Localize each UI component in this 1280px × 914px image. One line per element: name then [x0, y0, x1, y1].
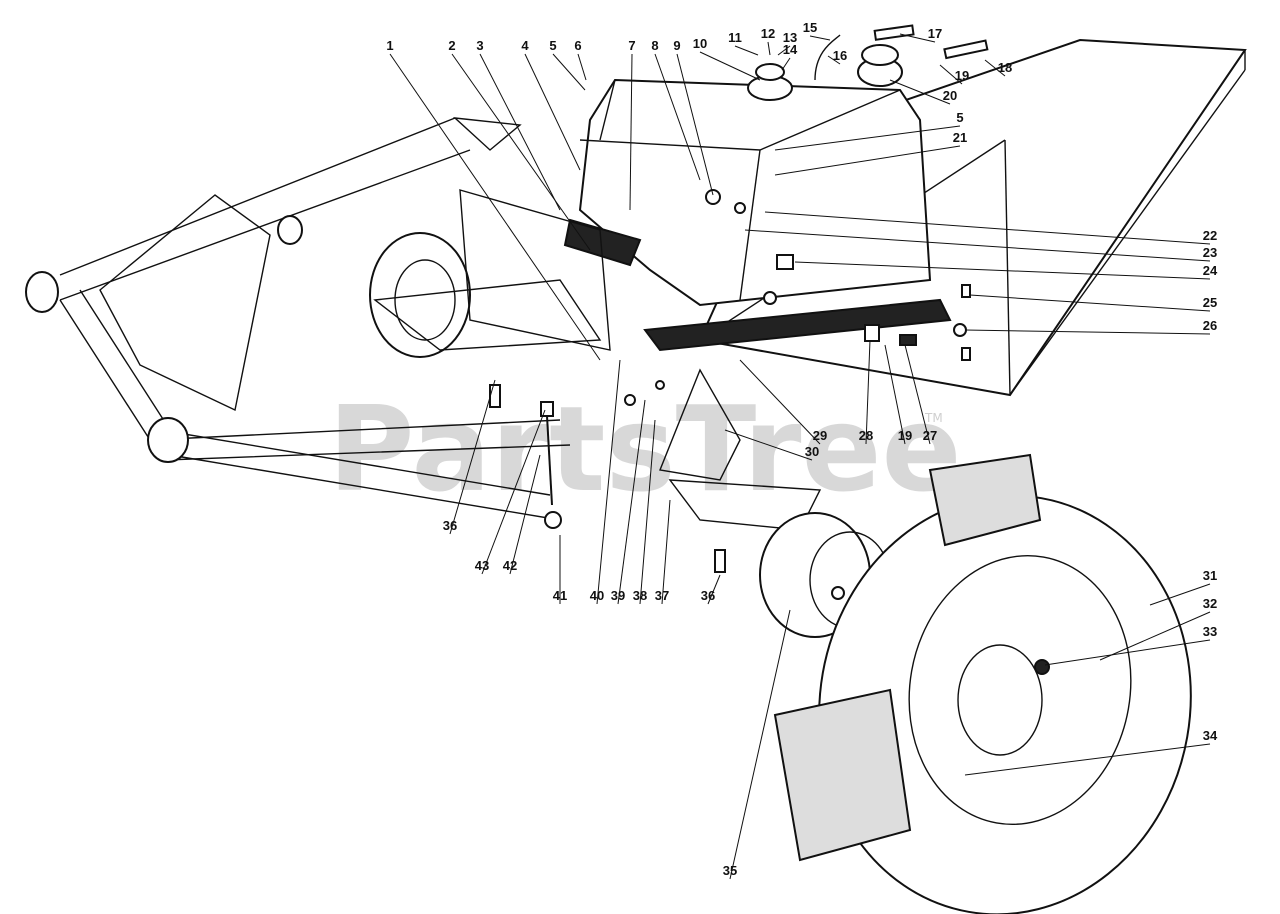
callout-leader-27	[904, 344, 931, 445]
tank-strap	[563, 218, 952, 352]
callout-label-1: 1	[386, 38, 393, 53]
callout-leader-7	[629, 53, 633, 211]
callout-label-11: 11	[728, 30, 742, 45]
callout-leader-33	[1044, 639, 1211, 666]
callout-label-43: 43	[475, 558, 489, 573]
callout-label-5: 5	[549, 38, 556, 53]
callout-label-32: 32	[1203, 596, 1217, 611]
callout-label-27: 27	[923, 428, 937, 443]
callout-leader-21	[774, 145, 961, 176]
callout-label-36a: 36	[443, 518, 457, 533]
callout-label-17: 17	[928, 26, 942, 41]
callout-label-7: 7	[628, 38, 635, 53]
callout-leader-29	[739, 359, 821, 445]
callout-label-29: 29	[813, 428, 827, 443]
callout-label-31: 31	[1203, 568, 1217, 583]
callout-label-8: 8	[651, 38, 658, 53]
callout-label-15: 15	[803, 20, 817, 35]
callout-label-12: 12	[761, 26, 775, 41]
callout-label-19a: 19	[955, 68, 969, 83]
callout-leader-5b	[774, 125, 961, 151]
callout-leader-36b	[707, 574, 721, 605]
callout-leader-9	[676, 53, 714, 196]
callout-leader-11	[734, 45, 759, 56]
callout-leader-28	[865, 339, 871, 445]
callout-leader-19b	[884, 344, 906, 445]
callout-leader-24	[794, 261, 1211, 280]
callout-leader-22	[764, 211, 1211, 245]
callout-leader-16	[827, 55, 841, 65]
callout-label-24: 24	[1203, 263, 1218, 278]
callout-label-13: 13	[783, 30, 797, 45]
callout-leader-18	[984, 59, 1006, 77]
callout-leader-32	[1099, 611, 1211, 661]
callout-label-21: 21	[953, 130, 967, 145]
callout-leader-15	[809, 35, 831, 41]
callout-label-28: 28	[859, 428, 873, 443]
callout-leader-14	[781, 57, 791, 71]
callout-label-42: 42	[503, 558, 517, 573]
callout-leader-12	[767, 41, 771, 56]
callout-leader-17	[899, 33, 936, 43]
callout-label-26: 26	[1203, 318, 1217, 333]
callout-label-34: 34	[1203, 728, 1218, 743]
callout-leader-6	[577, 53, 587, 81]
callout-label-3: 3	[476, 38, 483, 53]
callout-label-22: 22	[1203, 228, 1217, 243]
callout-label-20: 20	[943, 88, 957, 103]
callout-leader-34	[964, 743, 1211, 776]
callout-label-35: 35	[723, 863, 737, 878]
callout-label-36b: 36	[701, 588, 715, 603]
handle-frame	[25, 117, 571, 521]
callout-leader-2	[451, 53, 591, 251]
callout-leader-35	[729, 609, 791, 880]
fuel-tank	[578, 24, 989, 307]
callout-label-41: 41	[553, 588, 567, 603]
callout-leader-8	[654, 53, 701, 181]
callout-label-18: 18	[998, 60, 1012, 75]
watermark-trademark: TM	[924, 411, 943, 425]
callout-leader-39	[617, 399, 646, 605]
left-wheel-assembly	[369, 189, 611, 358]
callout-leader-42	[509, 454, 541, 575]
callout-label-40: 40	[590, 588, 604, 603]
callout-label-39: 39	[611, 588, 625, 603]
callout-label-19b: 19	[898, 428, 912, 443]
callout-leader-30	[724, 429, 813, 461]
callout-label-2: 2	[448, 38, 455, 53]
callout-leader-25	[969, 294, 1211, 312]
callout-label-33: 33	[1203, 624, 1217, 639]
callout-leader-3	[479, 53, 561, 211]
callout-label-9: 9	[673, 38, 680, 53]
callout-leader-5	[552, 53, 586, 91]
callout-leader-1	[389, 53, 601, 361]
callout-label-16: 16	[833, 48, 847, 63]
callout-leader-26	[964, 329, 1211, 335]
callout-leader-10	[699, 51, 761, 81]
callout-label-4: 4	[521, 38, 529, 53]
callout-leader-36a	[449, 379, 496, 535]
callout-label-23: 23	[1203, 245, 1217, 260]
callout-label-6: 6	[574, 38, 581, 53]
callout-label-30: 30	[805, 444, 819, 459]
callout-label-5b: 5	[956, 110, 963, 125]
callout-label-10: 10	[693, 36, 707, 51]
rear-tire	[773, 453, 1192, 914]
callout-label-37: 37	[655, 588, 669, 603]
callout-leader-31	[1149, 583, 1211, 606]
callout-leader-13	[777, 45, 791, 56]
callout-leader-4	[524, 53, 581, 171]
callout-label-38: 38	[633, 588, 647, 603]
callout-leader-20	[889, 79, 951, 105]
callout-leader-43	[481, 409, 546, 575]
callout-leader-40	[596, 359, 621, 605]
callout-leader-38	[639, 419, 656, 605]
callout-label-14: 14	[783, 42, 798, 57]
callout-leader-23	[744, 229, 1211, 262]
callout-label-25: 25	[1203, 295, 1217, 310]
callout-leader-19a	[939, 64, 963, 85]
callout-leader-37	[661, 499, 671, 605]
